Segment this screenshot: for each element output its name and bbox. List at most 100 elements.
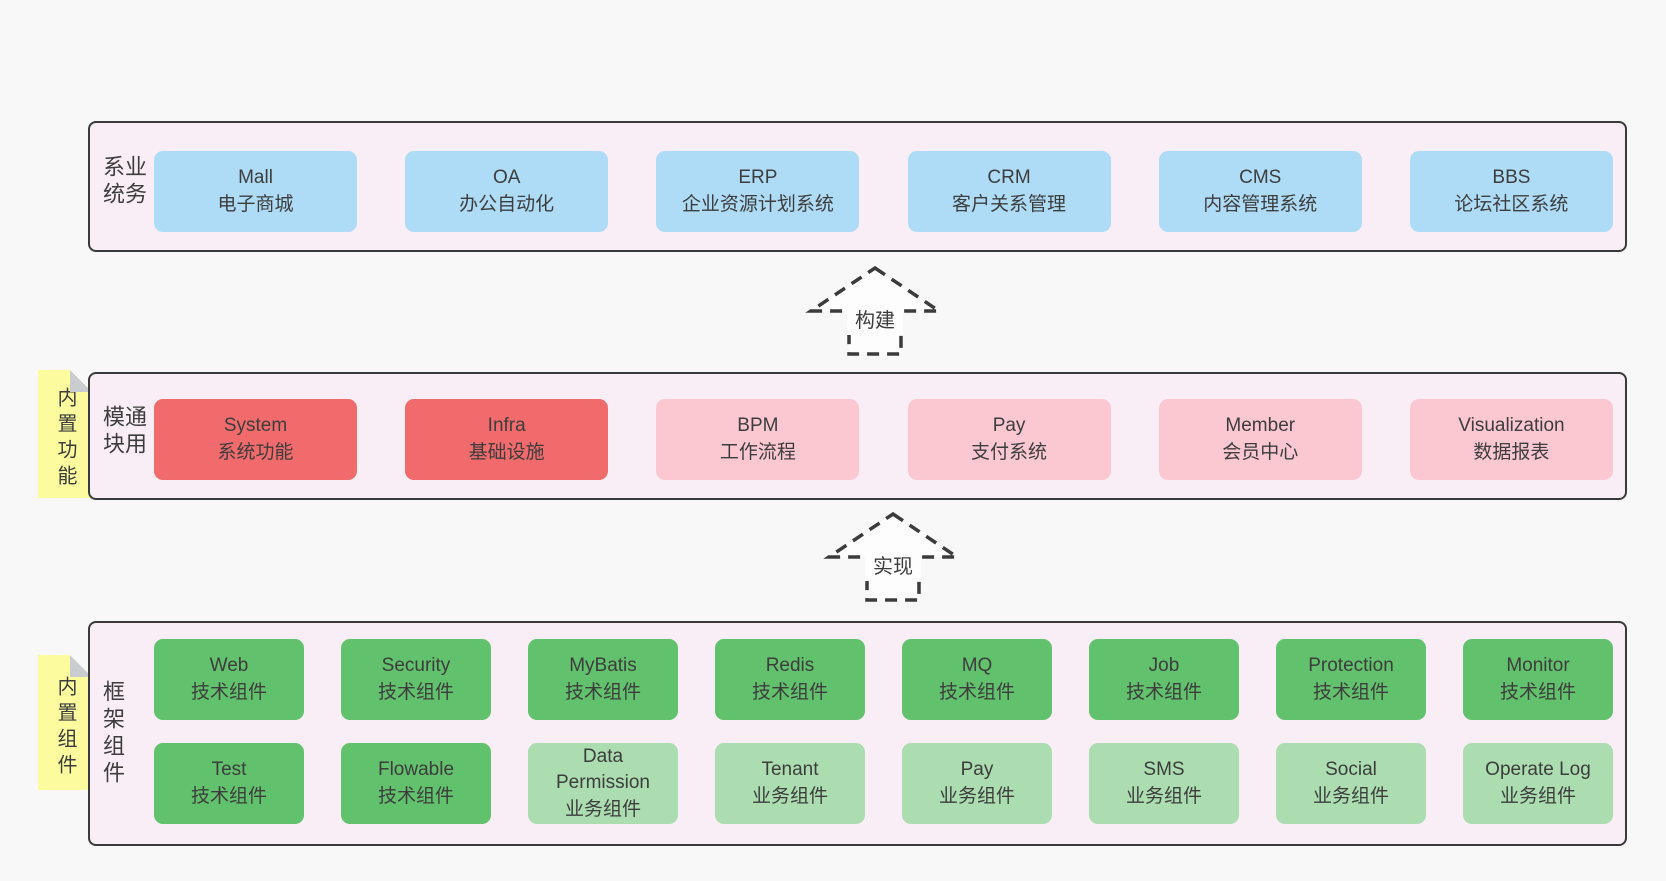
box-subtitle: 支付系统 [971,441,1048,463]
box-web: Web 技术组件 [154,639,304,720]
box-title: Flowable [377,758,455,780]
business-systems-label: 业务系统 [100,154,147,209]
box-title: CMS [1239,166,1282,188]
box-subtitle: 业务组件 [1312,785,1389,807]
box-mq: MQ 技术组件 [902,639,1052,720]
box-cms: CMS 内容管理系统 [1158,151,1362,232]
framework-components-section: 框架组件 Web 技术组件 Security 技术组件 MyBatis 技术组件… [88,621,1627,846]
box-bbs: BBS 论坛社区系统 [1409,151,1613,232]
common-modules-row: System 系统功能 Infra 基础设施 BPM 工作流程 Pay 支付系统… [154,399,1613,480]
box-title: Web [209,654,249,676]
box-title: CRM [987,166,1031,188]
common-modules-section: 通用模块 System 系统功能 Infra 基础设施 BPM 工作流程 Pay… [88,372,1627,500]
box-subtitle: 内容管理系统 [1203,193,1318,215]
implement-arrow: 实现 [823,511,963,602]
sticky-note-text: 内置组件 [54,675,76,780]
box-subtitle: 技术组件 [1312,681,1389,703]
box-monitor: Monitor 技术组件 [1463,639,1613,720]
box-sms: SMS 业务组件 [1089,743,1239,824]
box-redis: Redis 技术组件 [715,639,865,720]
box-title: Job [1148,654,1180,676]
arrow-label-bg [847,305,903,335]
box-title: Protection [1308,654,1394,676]
box-subtitle: 技术组件 [751,681,828,703]
box-title: MyBatis [569,654,637,676]
box-subtitle: 办公自动化 [459,193,555,215]
box-security: Security 技术组件 [341,639,491,720]
box-system: System 系统功能 [154,399,357,480]
box-title: Pay [960,758,994,780]
box-subtitle: 客户关系管理 [952,193,1067,215]
box-title: Security [381,654,451,676]
box-title: BPM [737,414,779,436]
box-flowable: Flowable 技术组件 [341,743,491,824]
box-job: Job 技术组件 [1089,639,1239,720]
box-subtitle: 数据报表 [1473,441,1550,463]
box-title: Tenant [761,758,819,780]
arrow-label-bg [865,551,921,581]
box-title: Mall [238,166,273,188]
box-subtitle: 会员中心 [1222,441,1299,463]
box-pay-component: Pay 业务组件 [902,743,1052,824]
business-systems-section: 业务系统 Mall 电子商城 OA 办公自动化 ERP 企业资源计划系统 CRM… [88,121,1627,252]
box-bpm: BPM 工作流程 [656,399,860,480]
box-subtitle: 技术组件 [377,785,454,807]
box-title: Infra [487,414,526,436]
sticky-note-builtin-features: 内置功能 [38,370,92,498]
box-subtitle: 工作流程 [719,441,796,463]
arrow-label: 构建 [855,309,895,332]
box-pay-system: Pay 支付系统 [907,399,1111,480]
box-title: System [223,414,288,436]
build-arrow: 构建 [805,265,945,356]
common-modules-label: 通用模块 [100,405,147,459]
box-subtitle: 技术组件 [190,681,267,703]
box-subtitle: 论坛社区系统 [1454,193,1569,215]
sticky-note-text: 内置功能 [54,387,76,491]
box-operate-log: Operate Log 业务组件 [1463,743,1613,824]
box-subtitle: 电子商城 [217,193,294,215]
box-title: Operate Log [1485,758,1591,780]
box-title: Data Permission [556,745,650,794]
box-test: Test 技术组件 [154,743,304,824]
box-title: Member [1225,414,1296,436]
box-erp: ERP 企业资源计划系统 [656,151,860,232]
box-title: ERP [738,166,778,188]
box-subtitle: 系统功能 [217,441,294,463]
box-subtitle: 基础设施 [468,441,545,463]
box-subtitle: 业务组件 [564,798,641,820]
box-tenant: Tenant 业务组件 [715,743,865,824]
box-protection: Protection 技术组件 [1276,639,1426,720]
framework-components-row-2: Test 技术组件 Flowable 技术组件 Data Permission … [154,743,1613,824]
box-title: BBS [1492,166,1531,188]
box-subtitle: 技术组件 [938,681,1015,703]
sticky-note-builtin-components: 内置组件 [38,655,92,790]
box-mall: Mall 电子商城 [154,151,357,232]
box-title: Social [1325,758,1377,780]
box-subtitle: 技术组件 [1499,681,1576,703]
box-data-permission: Data Permission 业务组件 [528,743,678,824]
box-oa: OA 办公自动化 [405,151,609,232]
box-subtitle: 业务组件 [1125,785,1202,807]
business-systems-row: Mall 电子商城 OA 办公自动化 ERP 企业资源计划系统 CRM 客户关系… [154,151,1613,232]
box-title: MQ [961,654,993,676]
box-social: Social 业务组件 [1276,743,1426,824]
framework-components-row-1: Web 技术组件 Security 技术组件 MyBatis 技术组件 Redi… [154,639,1613,720]
box-subtitle: 企业资源计划系统 [681,193,834,215]
box-infra: Infra 基础设施 [405,399,609,480]
box-title: SMS [1143,758,1185,780]
box-subtitle: 技术组件 [564,681,641,703]
box-title: Redis [765,654,815,676]
box-title: OA [492,166,521,188]
box-subtitle: 业务组件 [751,785,828,807]
box-subtitle: 技术组件 [1125,681,1202,703]
box-subtitle: 技术组件 [377,681,454,703]
box-subtitle: 业务组件 [1499,785,1576,807]
box-subtitle: 技术组件 [190,785,267,807]
box-crm: CRM 客户关系管理 [907,151,1111,232]
box-visualization: Visualization 数据报表 [1409,399,1613,480]
box-title: Test [211,758,247,780]
arrow-label: 实现 [873,555,913,578]
box-subtitle: 业务组件 [938,785,1015,807]
box-title: Visualization [1458,414,1565,436]
box-title: Pay [992,414,1026,436]
